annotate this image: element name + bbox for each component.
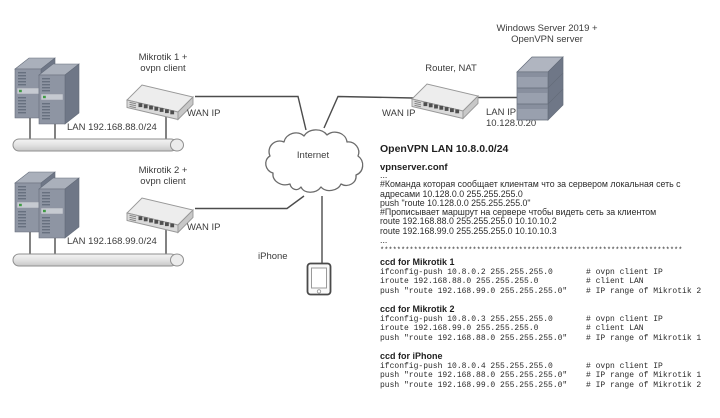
ccd-mikrotik1-block: ccd for Mikrotik 1 ifconfig-push 10.8.0.… (380, 257, 715, 296)
ccd-line: push "route 192.168.88.0 255.255.255.0"#… (380, 371, 702, 381)
mikrotik2-wan-label: WAN IP (187, 222, 221, 233)
iphone-label: iPhone (258, 251, 288, 262)
server-stack-1 (14, 57, 80, 125)
ccd-heading: ccd for Mikrotik 1 (380, 257, 455, 267)
conf-line: route 192.168.88.0 255.255.255.0 10.10.1… (380, 216, 557, 227)
openvpn-lan-heading: OpenVPN LAN 10.8.0.0/24 (380, 143, 509, 155)
mikrotik2-label: Mikrotik 2 + ovpn client (138, 165, 188, 187)
vpnserver-conf-block: ... #Команда которая сообщает клиентам ч… (380, 170, 710, 246)
conf-line: ... (380, 235, 388, 246)
conf-line: адресами 10.128.0.0 255.255.255.0 (380, 188, 523, 199)
conf-line: #Команда которая сообщает клиентам что з… (380, 179, 681, 190)
conf-line: route 192.168.99.0 255.255.255.0 10.10.1… (380, 225, 557, 236)
openvpn-server-icon (516, 56, 564, 121)
internet-cloud (265, 129, 364, 193)
server-stack-2 (14, 171, 80, 239)
ccd-line: ifconfig-push 10.8.0.3 255.255.255.0# ov… (380, 315, 663, 324)
link-internet-router (323, 95, 414, 129)
lan1-label: LAN 192.168.88.0/24 (67, 122, 157, 133)
router-wan-label: WAN IP (382, 108, 416, 119)
router-switch (411, 83, 479, 119)
ccd-line: push "route 192.168.88.0 255.255.255.0"#… (380, 333, 702, 343)
conf-file-name: vpnserver.conf (380, 162, 448, 173)
conf-line: ... (380, 170, 388, 180)
ccd-line: ifconfig-push 10.8.0.4 255.255.255.0# ov… (380, 362, 663, 371)
link-mikrotik1-internet (195, 95, 307, 131)
openvpn-server-label: Windows Server 2019 + OpenVPN server (496, 23, 598, 45)
iphone-icon (306, 262, 332, 296)
router-label: Router, NAT (425, 63, 477, 74)
ccd-line: push "route 192.168.99.0 255.255.255.0"#… (380, 380, 702, 390)
lan2-label: LAN 192.168.99.0/24 (67, 236, 157, 247)
internet-label: Internet (296, 150, 330, 161)
ccd-line: iroute 192.168.99.0 255.255.255.0# clien… (380, 324, 644, 334)
separator-line: ****************************************… (380, 247, 683, 255)
ccd-line: push "route 192.168.99.0 255.255.255.0"#… (380, 286, 702, 296)
lan-bus-2 (12, 253, 184, 267)
ccd-heading: ccd for Mikrotik 2 (380, 304, 455, 314)
conf-line: push "route 10.128.0.0 255.255.255.0" (380, 197, 531, 208)
ccd-line: iroute 192.168.88.0 255.255.255.0# clien… (380, 277, 644, 287)
lan-bus-1 (12, 138, 184, 152)
ccd-heading: ccd for iPhone (380, 351, 443, 361)
router-lan-label: LAN IP 10.128.0.20 (486, 107, 537, 129)
conf-line: #Прописывает маршрут на сервере чтобы ви… (380, 207, 657, 218)
ccd-line: ifconfig-push 10.8.0.2 255.255.255.0# ov… (380, 268, 663, 277)
link-mikrotik2-internet (195, 195, 305, 210)
ccd-iphone-block: ccd for iPhone ifconfig-push 10.8.0.4 25… (380, 351, 715, 390)
ccd-mikrotik2-block: ccd for Mikrotik 2 ifconfig-push 10.8.0.… (380, 304, 715, 343)
mikrotik1-wan-label: WAN IP (187, 108, 221, 119)
mikrotik1-label: Mikrotik 1 + ovpn client (138, 52, 188, 74)
